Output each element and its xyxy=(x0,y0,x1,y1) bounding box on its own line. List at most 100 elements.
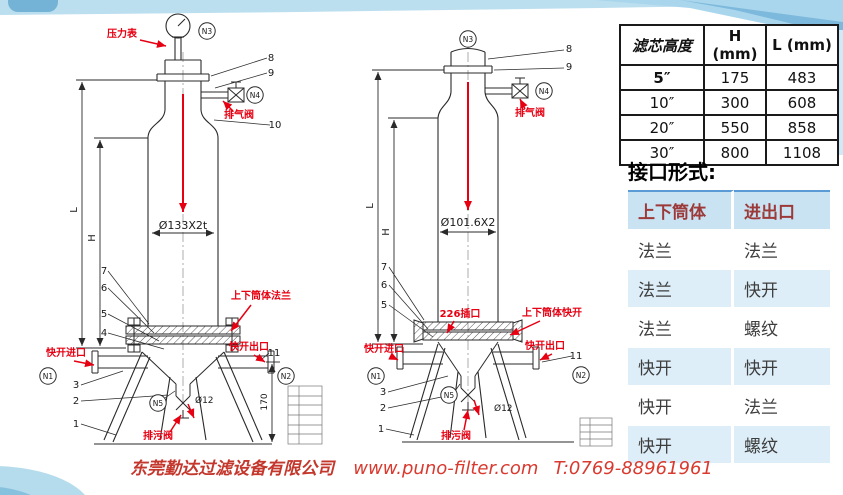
top-band-shape xyxy=(0,0,843,15)
part-number-8: 8 xyxy=(566,44,572,55)
dimension-labels: Ø133X2t Ø12 170 H L xyxy=(69,207,270,411)
label-body-flange: 上下筒体法兰 xyxy=(231,289,291,302)
part-number-8: 8 xyxy=(268,53,274,64)
part-number-10: 10 xyxy=(269,120,282,131)
port-type-cell: 法兰 xyxy=(734,231,830,270)
dimension-lines xyxy=(76,79,280,442)
header-l-mm: L (mm) xyxy=(765,24,839,66)
red-labels: 压力表 排气阀 上下筒体法兰 快开进口 快开出口 排污阀 xyxy=(45,27,291,442)
part-number-1: 1 xyxy=(73,419,79,430)
spec-size-cell: 30″ xyxy=(619,139,705,166)
website-url: www.puno-filter.com xyxy=(353,458,539,479)
nozzle-n1-label: N1 xyxy=(43,372,54,381)
interface-table-head: 上下筒体 进出口 xyxy=(628,190,830,231)
drain-diameter-label: Ø12 xyxy=(195,395,214,406)
company-name: 东莞勤达过滤设备有限公司 xyxy=(130,459,335,479)
label-pressure-gauge: 压力表 xyxy=(107,27,138,40)
interface-row: 法兰 快开 xyxy=(628,270,830,309)
spec-h-cell: 800 xyxy=(703,139,767,166)
label-exhaust-valve: 排气阀 xyxy=(224,108,254,121)
part-numbers: 8 9 7 6 5 3 2 1 11 xyxy=(378,44,583,435)
nozzle-badge-n2: N2 xyxy=(277,367,295,385)
header-filter-height: 滤芯高度 xyxy=(619,24,705,66)
vessel-outline xyxy=(147,59,219,326)
nozzle-n3-label: N3 xyxy=(202,27,213,36)
label-quick-open-outlet: 快开出口 xyxy=(524,339,565,352)
filter-height-table-body: 5″ 175 483 10″ 300 608 20″ 550 858 30″ 8… xyxy=(619,64,839,166)
quick-open-clamp xyxy=(413,319,523,343)
nozzle-badge-n4: N4 xyxy=(246,86,264,104)
label-drain-valve: 排污阀 xyxy=(143,429,173,442)
interface-row: 快开 螺纹 xyxy=(628,426,830,465)
interface-row: 快开 法兰 xyxy=(628,387,830,426)
spec-size-cell: 5″ xyxy=(619,64,705,91)
header-h-mm: H (mm) xyxy=(703,24,767,66)
leg-height-dim-label: 170 xyxy=(260,393,270,410)
pressure-gauge xyxy=(165,13,191,60)
part-number-3: 3 xyxy=(380,387,386,398)
spec-h-cell: 550 xyxy=(703,114,767,141)
part-number-2: 2 xyxy=(73,396,79,407)
label-226-socket: 226插口 xyxy=(440,307,481,320)
part-number-7: 7 xyxy=(101,266,107,277)
bottom-left-wave-dark xyxy=(0,487,31,495)
body-type-cell: 快开 xyxy=(628,348,734,387)
nozzle-n2-label: N2 xyxy=(576,371,587,380)
label-body-quick-open: 上下筒体快开 xyxy=(522,306,582,319)
dim-l-label: L xyxy=(365,203,376,209)
nozzle-n3-label: N3 xyxy=(463,35,474,44)
filter-height-header-row: 滤芯高度 H (mm) L (mm) xyxy=(619,24,839,66)
footer: 东莞勤达过滤设备有限公司 www.puno-filter.com T:0769-… xyxy=(0,454,843,479)
part-number-11: 11 xyxy=(570,351,583,362)
part-numbers: 8 9 10 7 6 5 4 3 2 1 11 xyxy=(73,53,282,430)
nozzle-n2-label: N2 xyxy=(281,372,292,381)
port-type-cell: 快开 xyxy=(734,270,830,309)
interface-types-title: 接口形式: xyxy=(628,160,716,184)
interface-row: 快开 快开 xyxy=(628,348,830,387)
body-type-cell: 快开 xyxy=(628,426,734,465)
top-left-tab-shape xyxy=(8,0,58,12)
spec-row-30in: 30″ 800 1108 xyxy=(619,139,839,166)
interface-row: 法兰 螺纹 xyxy=(628,309,830,348)
port-type-cell: 螺纹 xyxy=(734,426,830,465)
dimension-labels: Ø101.6X2 Ø12 H L xyxy=(365,203,513,414)
body-diameter-label: Ø133X2t xyxy=(159,219,208,232)
label-exhaust-valve: 排气阀 xyxy=(515,106,545,119)
spec-size-cell: 10″ xyxy=(619,89,705,116)
nozzle-n4-label: N4 xyxy=(539,87,550,96)
spec-size-cell: 20″ xyxy=(619,114,705,141)
header-body-type: 上下筒体 xyxy=(628,190,734,231)
nozzle-badge-n3: N3 xyxy=(459,30,477,48)
part-number-6: 6 xyxy=(101,283,107,294)
top-right-ribbon-light xyxy=(595,0,843,40)
body-type-cell: 法兰 xyxy=(628,231,734,270)
dim-h-label: H xyxy=(87,234,98,242)
part-leader-lines xyxy=(80,57,271,436)
label-quick-open-outlet: 快开出口 xyxy=(228,340,269,353)
body-type-cell: 法兰 xyxy=(628,270,734,309)
spec-l-cell: 858 xyxy=(765,114,839,141)
vessel-outline xyxy=(437,47,499,322)
nozzle-badge-n5: N5 xyxy=(440,386,458,404)
body-diameter-label: Ø101.6X2 xyxy=(441,216,496,229)
spec-l-cell: 608 xyxy=(765,89,839,116)
spec-l-cell: 1108 xyxy=(765,139,839,166)
spec-row-10in: 10″ 300 608 xyxy=(619,89,839,116)
nozzle-badge-n2: N2 xyxy=(572,366,590,384)
nozzle-badge-n1: N1 xyxy=(367,367,385,385)
cone-and-drain-valve xyxy=(437,341,499,411)
part-number-6: 6 xyxy=(381,280,387,291)
interface-table-body: 法兰 法兰 法兰 快开 法兰 螺纹 快开 快开 快开 法兰 快开 螺纹 xyxy=(628,231,830,465)
port-type-cell: 螺纹 xyxy=(734,309,830,348)
spec-row-5in: 5″ 175 483 xyxy=(619,64,839,91)
red-annotations xyxy=(388,82,553,431)
right-technical-drawing: 8 9 7 6 5 3 2 1 11 Ø101.6X2 Ø12 H L xyxy=(363,30,613,447)
nozzle-badge-n1: N1 xyxy=(39,367,57,385)
exhaust-valve xyxy=(201,81,245,103)
support-legs xyxy=(94,351,272,445)
header-port-type: 进出口 xyxy=(734,190,830,231)
spec-h-cell: 175 xyxy=(703,64,767,91)
nozzle-badge-n3: N3 xyxy=(198,22,216,40)
body-type-cell: 快开 xyxy=(628,387,734,426)
spec-h-cell: 300 xyxy=(703,89,767,116)
